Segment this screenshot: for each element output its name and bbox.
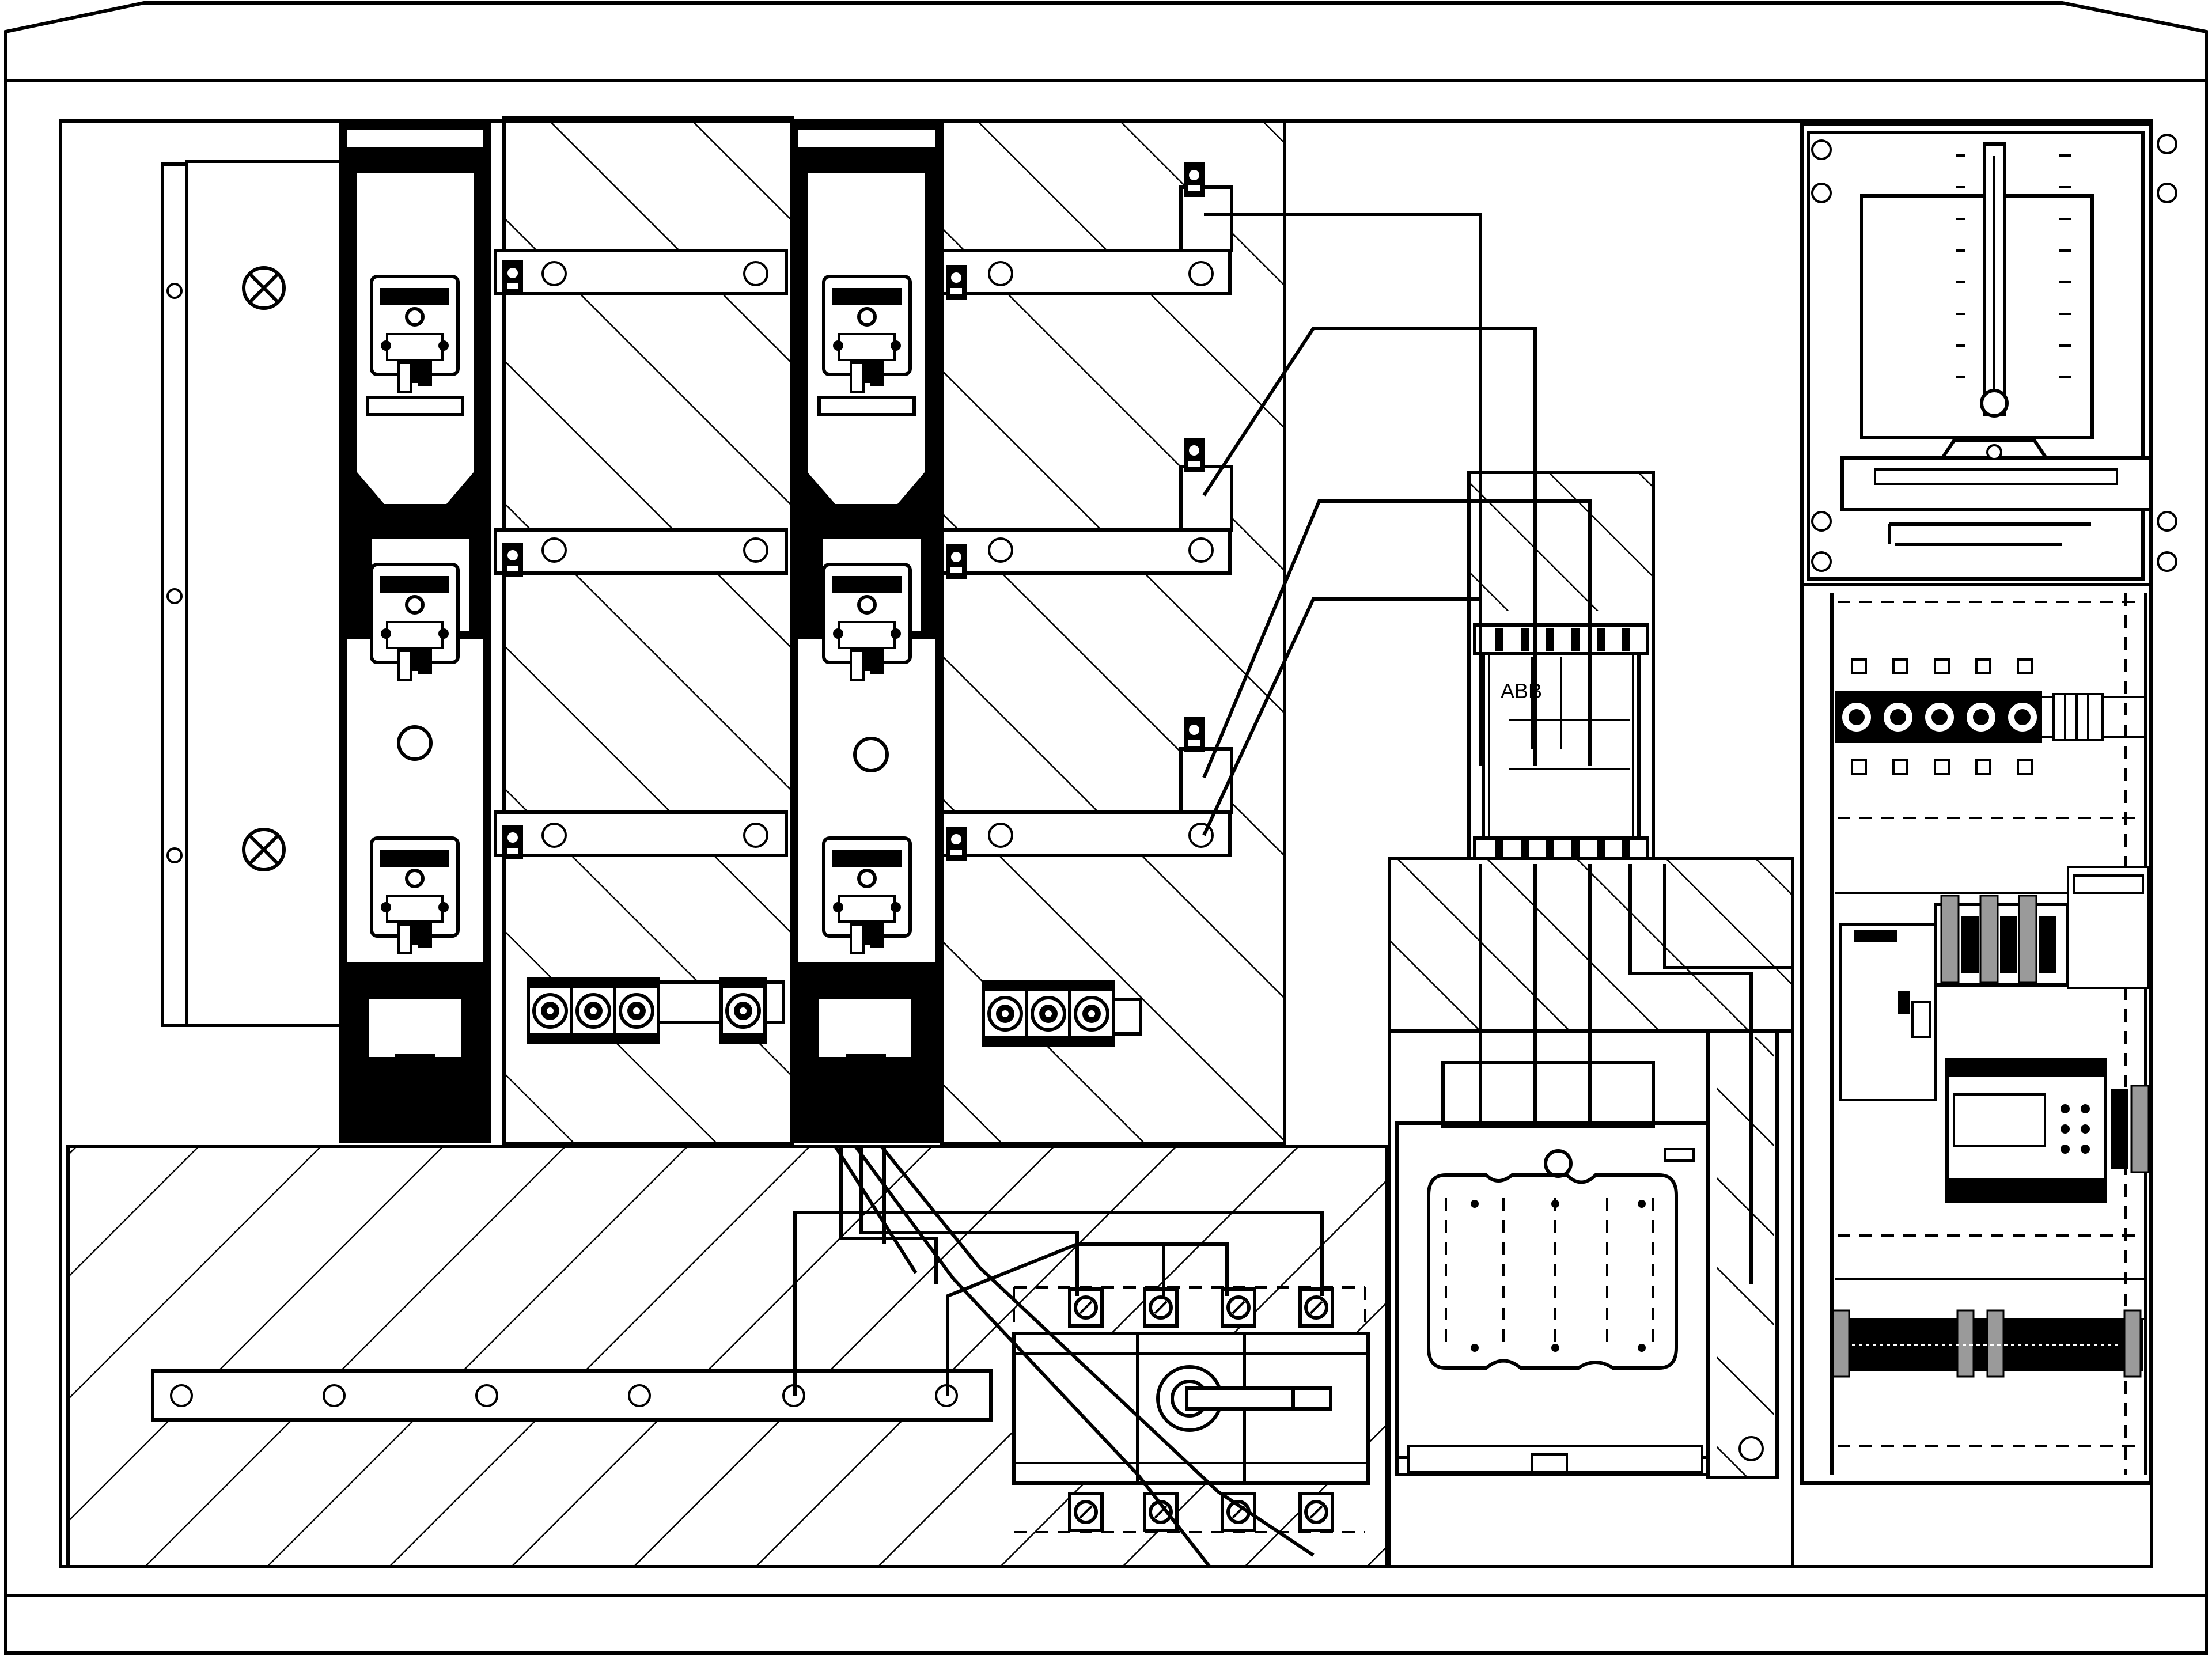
terminal-block-group-2 <box>983 982 1142 1045</box>
fuse-switch-strip-1 <box>339 121 491 1143</box>
indicator-lamp-icon <box>242 828 286 871</box>
indicator-lamp-icon <box>242 266 286 310</box>
busbar <box>494 249 788 295</box>
energy-meter <box>1395 1121 1764 1476</box>
terminal-block-group-1 <box>528 979 785 1043</box>
neutral-busbar <box>151 1369 993 1422</box>
contactor: ABB <box>1467 471 1655 860</box>
gland-plate <box>1800 122 2177 586</box>
fuse-switch-strip-2 <box>790 121 943 1143</box>
busbars <box>494 162 1233 861</box>
busbar <box>940 528 1232 575</box>
scale-ticks <box>1956 154 2071 378</box>
control-modules <box>1839 866 2150 1203</box>
hinge-rail <box>161 160 345 1027</box>
contactor-pins <box>1495 628 1630 857</box>
terminal-rail-bottom <box>1832 1309 2143 1378</box>
main-switch-disconnector <box>1012 1286 1370 1533</box>
rotary-handle-icon <box>1156 1365 1332 1432</box>
busbar <box>494 528 788 575</box>
busbar <box>494 810 788 857</box>
busbar <box>940 249 1232 295</box>
wiring <box>793 213 1793 1568</box>
busbar <box>940 810 1232 857</box>
terminal-row-top <box>1835 658 2104 775</box>
